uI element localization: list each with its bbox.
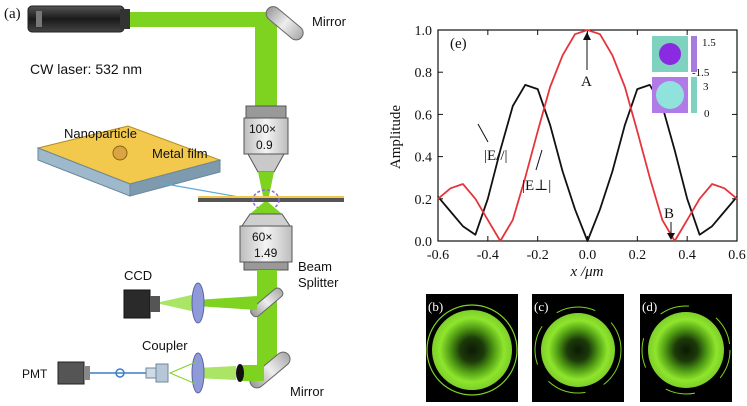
image-panel-b: (b): [426, 294, 518, 402]
svg-text:A: A: [581, 74, 592, 90]
ccd-lens-icon: [191, 282, 205, 324]
x-tick-label-4: 0.2: [629, 248, 647, 263]
svg-text:|E//|: |E//|: [484, 148, 508, 164]
x-axis-ticks: -0.6 -0.4 -0.2 0.0 0.2 0.4 0.6: [427, 30, 746, 263]
svg-text:B: B: [664, 206, 674, 222]
beam-vertical-lower: [257, 270, 277, 368]
setup-panel: (a) CW laser: 532 nm Mirror 100× 0.9: [4, 5, 347, 399]
beam-focus-cone: [258, 172, 274, 201]
mirror-top-label: Mirror: [312, 14, 347, 29]
inset-colorbar-1: 1.5 -1.5: [691, 36, 716, 79]
y-tick-label-0: 0.0: [415, 235, 433, 250]
y-axis-label: Amplitude: [388, 105, 404, 170]
objective-top-icon: [243, 105, 289, 173]
pmt-icon: [57, 361, 90, 385]
beam-collect-cone: [250, 202, 282, 214]
amplitude-chart: 0.0 0.2 0.4 0.6 0.8 1.0 -0.6 -0.4 -0.2 0.0 0.2 0.4…: [388, 24, 746, 280]
beam-splitter-label-1: Beam: [298, 259, 332, 274]
inset-field-map-1: [652, 36, 688, 72]
chart-series: [437, 29, 738, 242]
objective-bottom-na: 1.49: [254, 246, 278, 260]
beam-ccd-focus: [160, 294, 196, 312]
inset-field-map-2: [652, 77, 688, 113]
y-tick-label-4: 0.8: [415, 66, 433, 81]
laser-icon: [27, 5, 130, 33]
coupler-lens-icon: [191, 352, 205, 394]
series-line-0: [437, 84, 738, 242]
x-tick-label-1: -0.4: [477, 248, 499, 263]
pmt-label: PMT: [22, 367, 48, 381]
film-slide: [198, 198, 344, 202]
x-tick-label-5: 0.4: [678, 248, 696, 263]
x-tick-label-6: 0.6: [728, 248, 746, 263]
beam-splitter-label-2: Splitter: [298, 275, 339, 290]
svg-text:(d): (d): [642, 299, 657, 314]
coupler-icon: [145, 363, 169, 383]
image-panel-c: (c): [532, 294, 624, 402]
ccd-camera-icon: [123, 289, 160, 319]
beam-coupler-focus: [196, 366, 236, 380]
laser-label: CW laser: 532 nm: [30, 61, 142, 77]
image-panel-d: (d): [640, 294, 732, 402]
objective-top-na: 0.9: [256, 138, 273, 152]
coupler-light-lines: [168, 361, 197, 385]
coupler-iris-icon: [236, 364, 244, 382]
fiber-coil-icon: [115, 368, 125, 378]
svg-text:(b): (b): [428, 299, 443, 314]
svg-text:1.5: 1.5: [702, 37, 716, 49]
y-tick-label-1: 0.2: [415, 193, 433, 208]
focus-ring-icon: [252, 189, 280, 211]
x-tick-label-0: -0.6: [427, 248, 449, 263]
svg-text:(c): (c): [534, 299, 548, 314]
series-line-1: [437, 29, 738, 242]
svg-text:0: 0: [704, 108, 710, 120]
x-tick-label-2: -0.2: [527, 248, 549, 263]
beam-splitter-icon: [250, 287, 284, 318]
y-tick-label-5: 1.0: [415, 24, 433, 39]
setup-panel-label: (a): [4, 6, 21, 22]
x-axis-label: x /μm: [570, 264, 604, 280]
objective-bottom-mag: 60×: [252, 230, 272, 244]
metal-film-label: Metal film: [152, 146, 208, 161]
mirror-bottom-label: Mirror: [290, 384, 325, 399]
metal-film-sample: [36, 125, 222, 197]
ccd-label: CCD: [124, 268, 152, 283]
beam-to-ccd: [196, 296, 257, 310]
coupler-label: Coupler: [142, 338, 188, 353]
series-label-perp: |E⊥|: [522, 149, 551, 194]
svg-text:|E⊥|: |E⊥|: [522, 178, 551, 194]
beam-horizontal-top: [130, 12, 278, 27]
objective-top-mag: 100×: [249, 122, 276, 136]
film-slide-gold: [198, 196, 344, 198]
annotation-a: A: [581, 32, 592, 90]
chart-panel-label: (e): [450, 36, 467, 52]
beam-to-coupler: [240, 365, 264, 381]
mirror-top-icon: [265, 6, 304, 41]
objective-bottom-icon: [239, 213, 293, 271]
svg-text:3: 3: [703, 81, 709, 93]
nanoparticle-icon: [112, 145, 128, 161]
svg-text:-1.5: -1.5: [692, 67, 710, 79]
inset-colorbar-2: 3 0: [691, 77, 710, 120]
series-label-parallel: |E//|: [477, 123, 508, 164]
beam-vertical-main: [255, 27, 277, 107]
y-tick-label-2: 0.4: [415, 151, 433, 166]
y-tick-label-3: 0.6: [415, 108, 433, 123]
y-axis-ticks: 0.0 0.2 0.4 0.6 0.8 1.0: [415, 24, 737, 250]
annotation-b: B: [664, 206, 675, 240]
x-tick-label-3: 0.0: [579, 248, 597, 263]
nanoparticle-label: Nanoparticle: [64, 126, 137, 141]
